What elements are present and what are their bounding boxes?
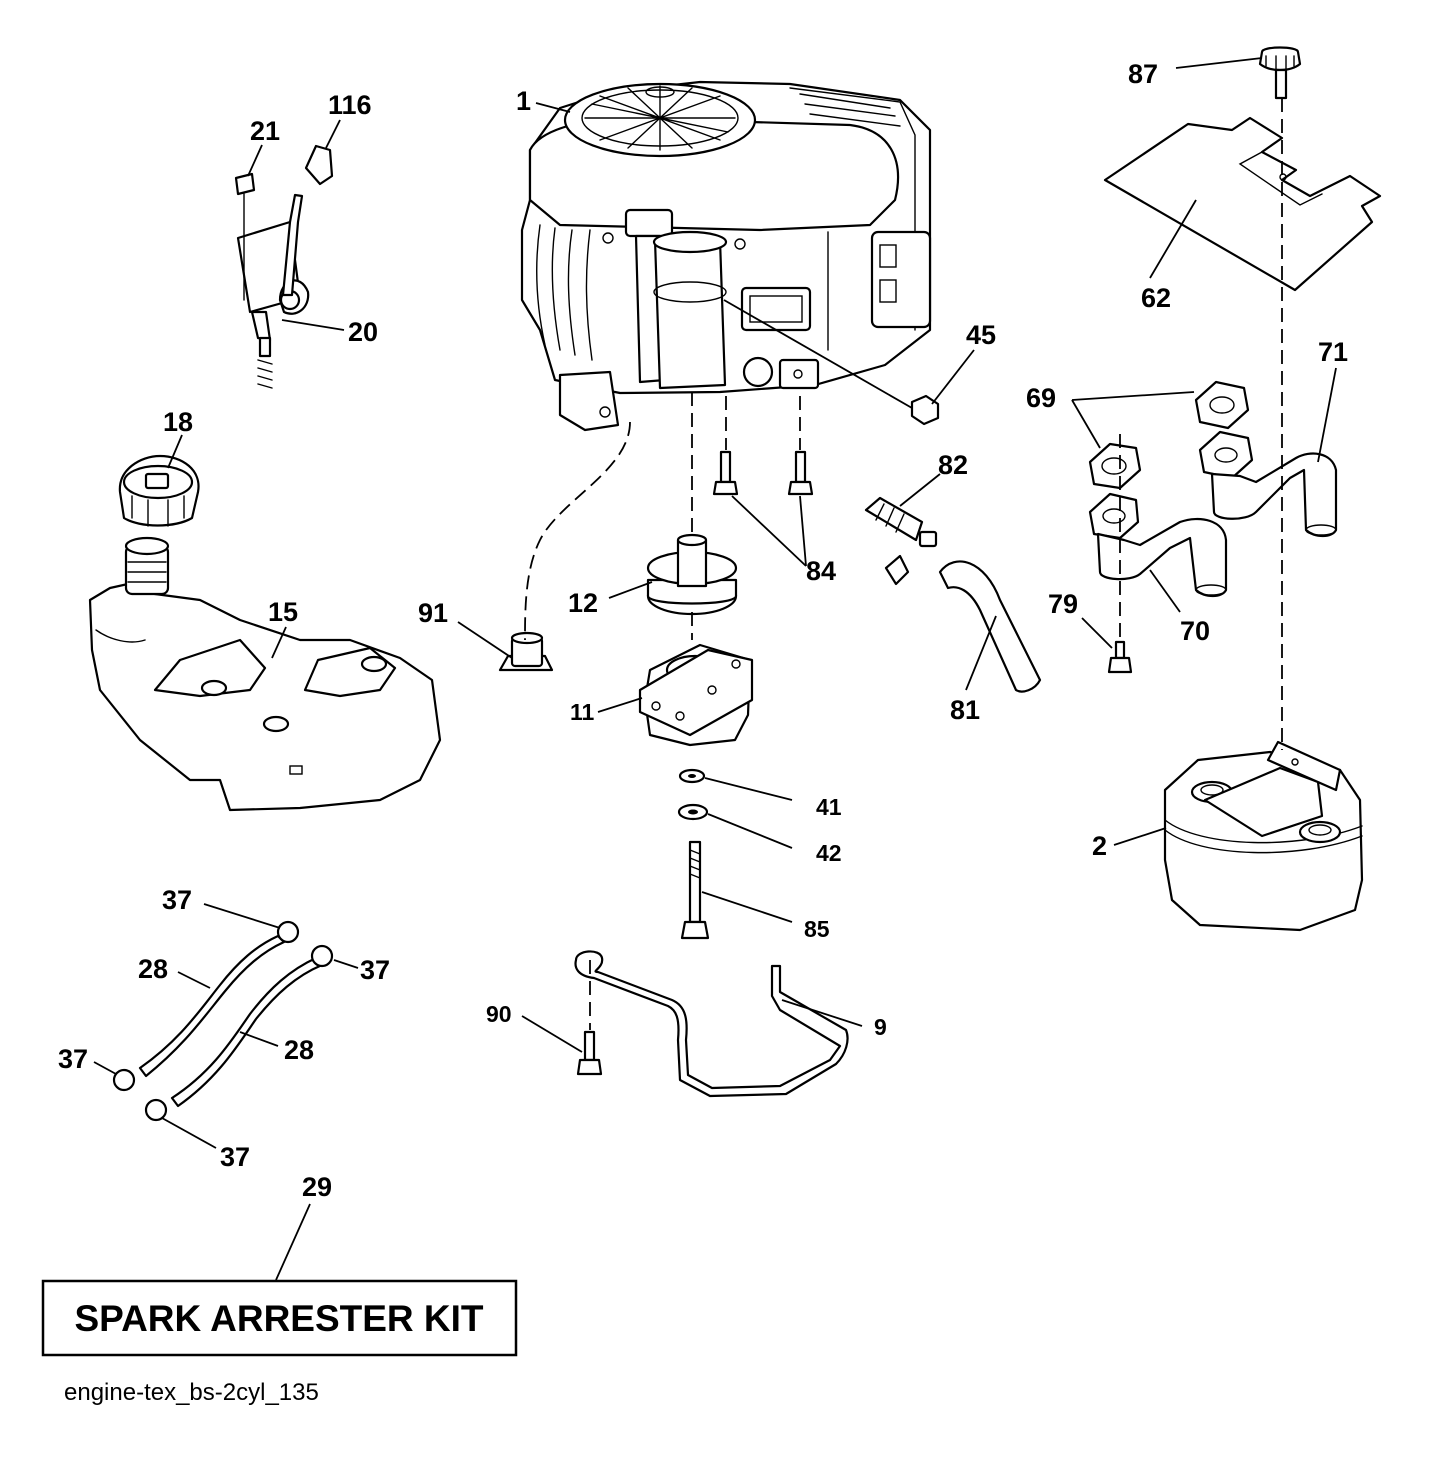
callout-91: 91 xyxy=(418,598,448,628)
electric-clutch xyxy=(638,643,754,747)
heat-shield xyxy=(1103,116,1382,292)
callout-79: 79 xyxy=(1048,589,1078,619)
callout-70: 70 xyxy=(1180,616,1210,646)
callout-37-bottom: 37 xyxy=(220,1142,250,1172)
drain-plug xyxy=(910,394,940,426)
heat-shield-bolt xyxy=(1258,46,1302,100)
callout-28-upper: 28 xyxy=(138,954,168,984)
callout-labels: 1 21 116 20 18 15 45 82 84 12 91 11 81 4… xyxy=(58,59,1348,1202)
muffler xyxy=(1163,740,1364,932)
engine-assembly xyxy=(520,80,932,432)
callout-11: 11 xyxy=(570,699,595,725)
spark-arrester-kit-box: SPARK ARRESTER KIT xyxy=(41,1279,518,1357)
exhaust-pipe-left xyxy=(1088,492,1228,598)
throttle-control-assembly xyxy=(234,144,334,389)
callout-81: 81 xyxy=(950,695,980,725)
exhaust-gaskets xyxy=(1088,380,1250,490)
callout-37-top: 37 xyxy=(162,885,192,915)
fuel-tank xyxy=(88,536,442,812)
callout-45: 45 xyxy=(966,320,996,350)
drain-hose xyxy=(938,560,1042,693)
assembly-lines xyxy=(524,98,1283,1030)
callout-2: 2 xyxy=(1092,831,1107,861)
engine-bolts xyxy=(712,450,814,496)
callout-18: 18 xyxy=(163,407,193,437)
callout-69: 69 xyxy=(1026,383,1056,413)
clutch-hardware xyxy=(677,768,710,940)
support-rod-bolt xyxy=(576,1030,603,1076)
callout-1: 1 xyxy=(516,86,531,116)
pulley xyxy=(646,533,738,616)
callout-87: 87 xyxy=(1128,59,1158,89)
drain-valve xyxy=(864,496,938,586)
callout-85: 85 xyxy=(804,916,830,942)
fuel-lines xyxy=(112,920,334,1122)
callout-37-right: 37 xyxy=(360,955,390,985)
exhaust-bolt xyxy=(1107,640,1133,674)
callout-90: 90 xyxy=(486,1001,512,1027)
exhaust-pipe-right xyxy=(1198,430,1338,538)
callout-82: 82 xyxy=(938,450,968,480)
fuel-connector xyxy=(498,631,554,672)
callout-62: 62 xyxy=(1141,283,1171,313)
fuel-cap xyxy=(118,454,200,527)
callout-28-lower: 28 xyxy=(284,1035,314,1065)
callout-41: 41 xyxy=(816,794,842,820)
leader-lines xyxy=(93,57,1337,1281)
spark-arrester-kit-label: SPARK ARRESTER KIT xyxy=(74,1298,483,1339)
callout-21: 21 xyxy=(250,116,280,146)
callout-37-left: 37 xyxy=(58,1044,88,1074)
callout-71: 71 xyxy=(1318,337,1348,367)
callout-42: 42 xyxy=(816,840,842,866)
diagram-caption: engine-tex_bs-2cyl_135 xyxy=(64,1379,319,1406)
callout-29: 29 xyxy=(302,1172,332,1202)
callout-116: 116 xyxy=(328,90,372,120)
callout-84: 84 xyxy=(806,556,836,586)
callout-9: 9 xyxy=(874,1014,887,1040)
callout-15: 15 xyxy=(268,597,298,627)
callout-20: 20 xyxy=(348,317,378,347)
support-rod xyxy=(574,950,849,1098)
callout-12: 12 xyxy=(568,588,598,618)
